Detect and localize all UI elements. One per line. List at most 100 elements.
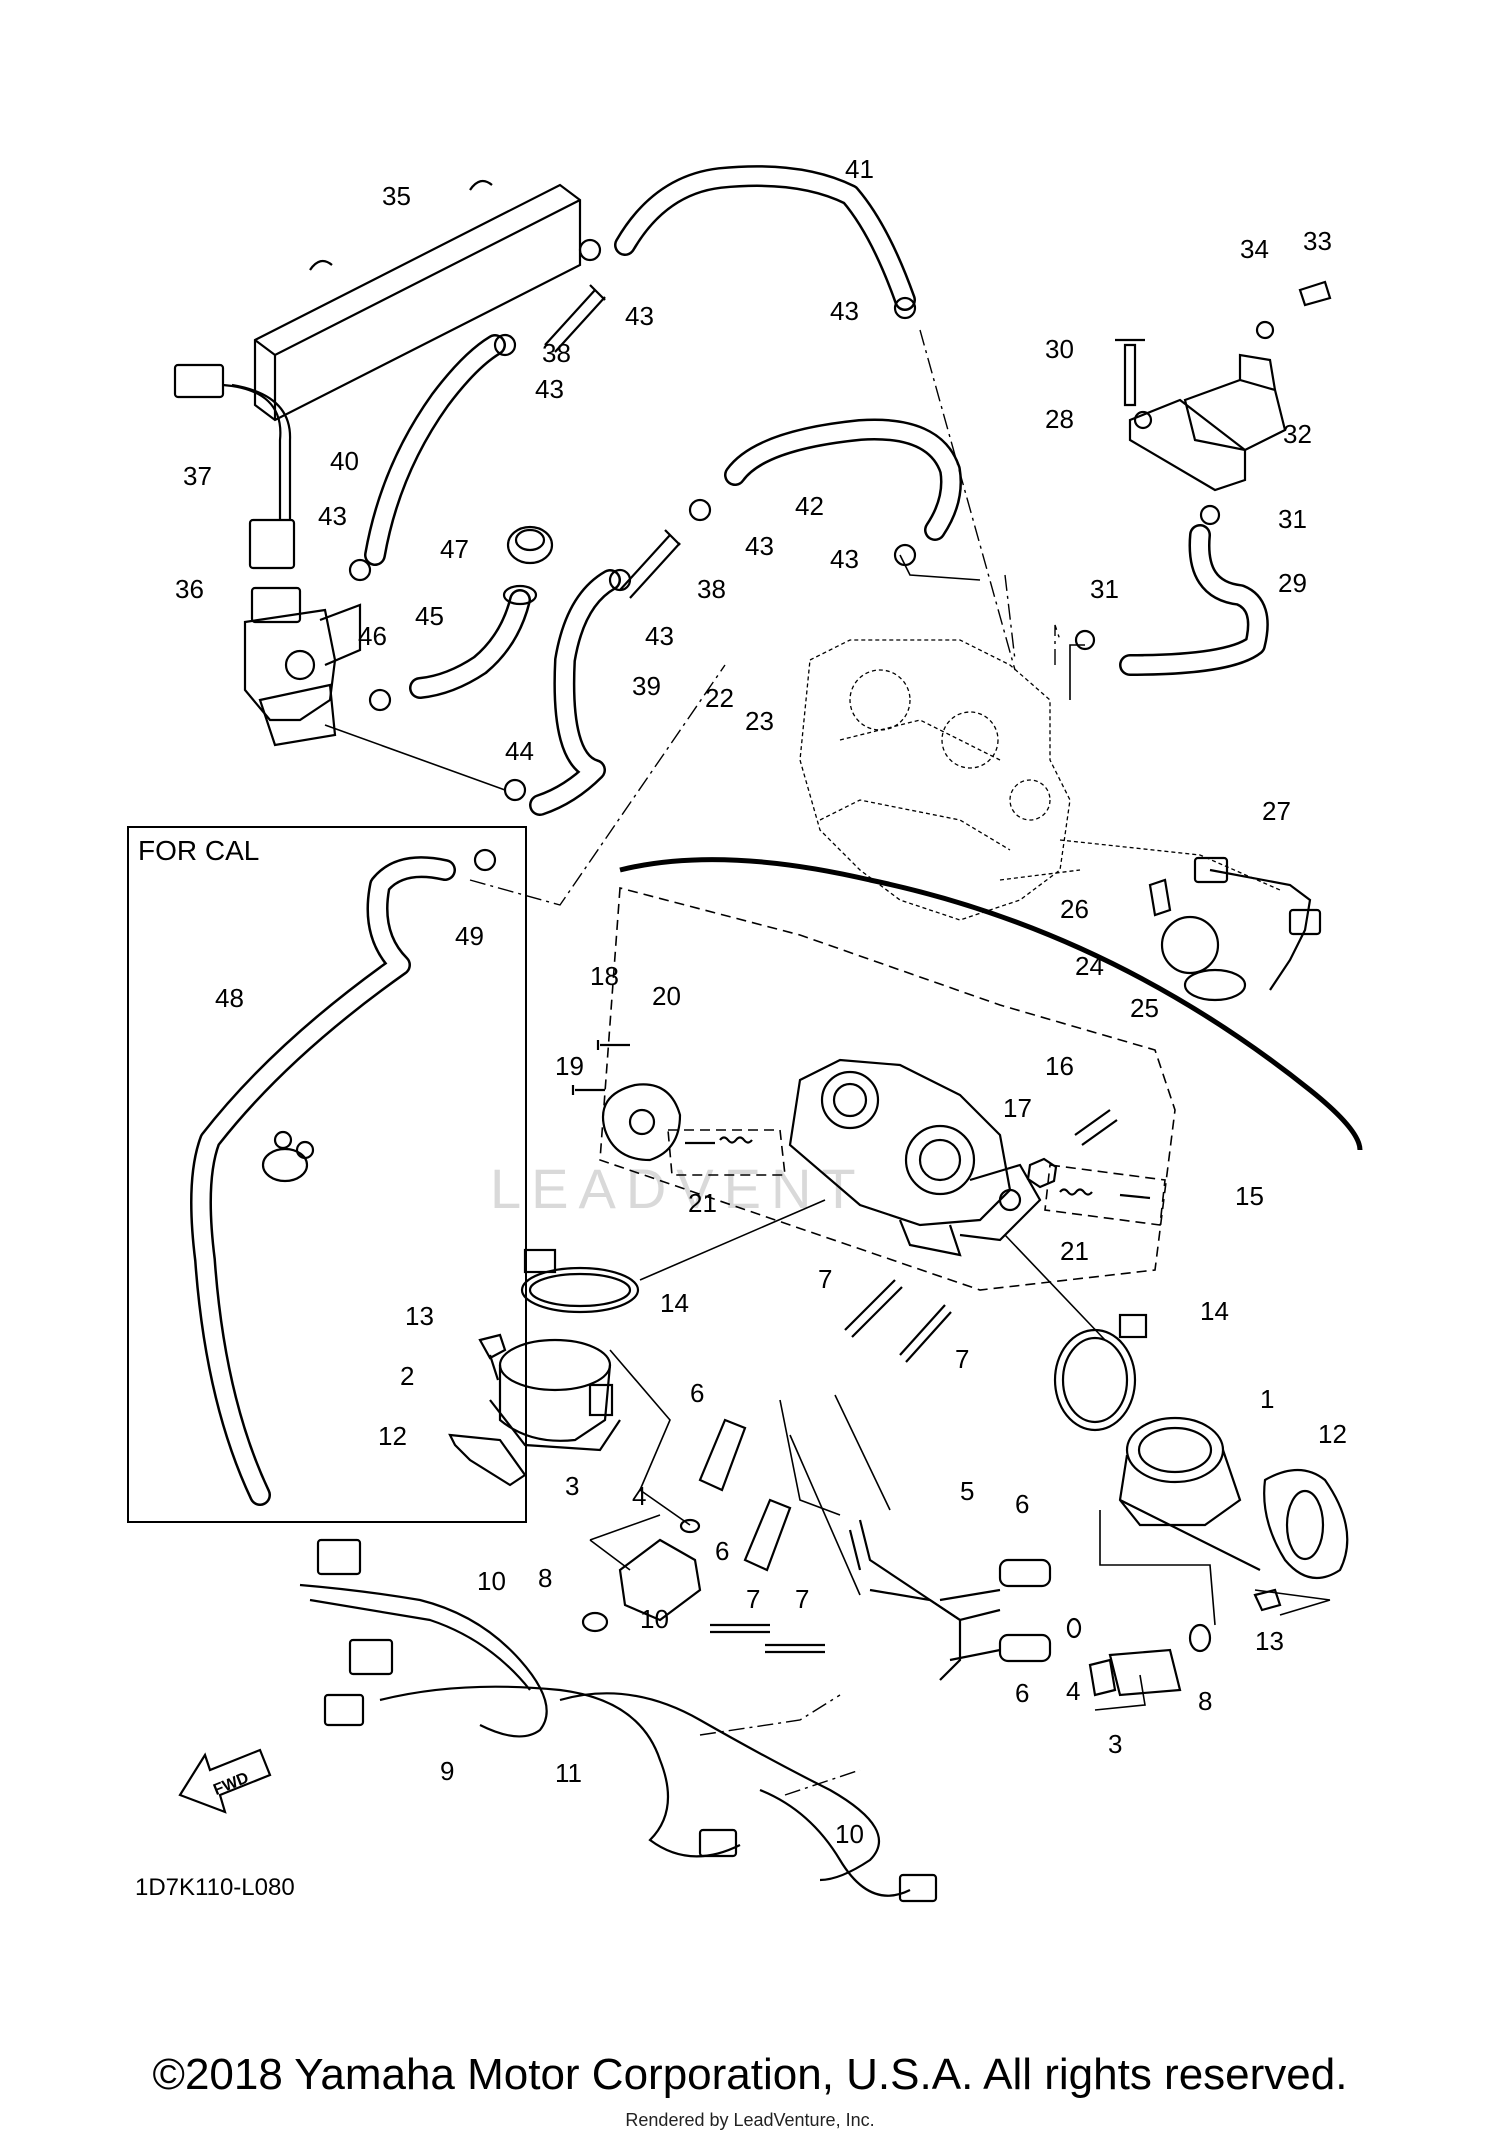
callout: 43 <box>318 501 347 531</box>
callout-labels: 1 2 3 3 4 4 5 6 6 6 6 7 7 7 7 8 8 9 10 1… <box>175 154 1347 1849</box>
callout: 8 <box>538 1563 552 1593</box>
callout: 48 <box>215 983 244 1013</box>
callout: 31 <box>1090 574 1119 604</box>
callout: 47 <box>440 534 469 564</box>
callout: 34 <box>1240 234 1269 264</box>
callout: 3 <box>565 1471 579 1501</box>
callout: 20 <box>652 981 681 1011</box>
callout: 12 <box>378 1421 407 1451</box>
callout: 32 <box>1283 419 1312 449</box>
callout: 40 <box>330 446 359 476</box>
callout: 5 <box>960 1476 974 1506</box>
part-12-left <box>448 1433 527 1487</box>
callout: 43 <box>830 544 859 574</box>
callout: 42 <box>795 491 824 521</box>
callout: 2 <box>400 1361 414 1391</box>
callout: 6 <box>690 1378 704 1408</box>
callout: 4 <box>1066 1676 1080 1706</box>
fwd-label: FWD <box>211 1770 251 1799</box>
part-13-bolt-left <box>478 1333 507 1381</box>
callout: 41 <box>845 154 874 184</box>
part-49-clip <box>261 1130 315 1183</box>
part-12-right <box>1263 1469 1349 1580</box>
part-5-rail <box>848 1519 1001 1681</box>
callout: 7 <box>955 1344 969 1374</box>
callout: 23 <box>745 706 774 736</box>
callout: 30 <box>1045 334 1074 364</box>
callout: 7 <box>795 1584 809 1614</box>
part-8-ring-left <box>581 1611 609 1633</box>
watermark: LEADVENT <box>490 1157 866 1220</box>
rendered-by-note: Rendered by LeadVenture, Inc. <box>625 2110 875 2130</box>
copyright-footer: ©2018 Yamaha Motor Corporation, U.S.A. A… <box>152 2050 1348 2099</box>
callout: 44 <box>505 736 534 766</box>
callout: 13 <box>405 1301 434 1331</box>
fwd-arrow: FWD <box>178 1748 272 1814</box>
part-7-bolts <box>710 1279 952 1654</box>
part-6-hoses <box>698 1418 1052 1663</box>
part-16-17-screw-nut <box>1026 1109 1118 1189</box>
part-3-injectors <box>618 1538 1182 1697</box>
callout: 43 <box>535 374 564 404</box>
part-37-lead <box>173 363 296 570</box>
part-9-11-harness <box>299 1538 938 1903</box>
callout: 12 <box>1318 1419 1347 1449</box>
callout: 35 <box>382 181 411 211</box>
callout: 43 <box>745 531 774 561</box>
callout: 43 <box>830 296 859 326</box>
engine-assembly-arc <box>619 857 1363 1151</box>
part-36-solenoid <box>243 586 362 747</box>
part-14-clamps <box>520 1248 1148 1432</box>
callout: 21 <box>688 1188 717 1218</box>
part-20-tps <box>571 1040 682 1162</box>
callout: 38 <box>697 574 726 604</box>
callout: 43 <box>625 301 654 331</box>
part-32-sensor <box>1115 280 1332 492</box>
for-cal-box <box>127 826 527 1523</box>
callout: 3 <box>1108 1729 1122 1759</box>
callout: 18 <box>590 961 619 991</box>
callout: 43 <box>645 621 674 651</box>
callout: 8 <box>1198 1686 1212 1716</box>
callout: 13 <box>1255 1626 1284 1656</box>
callout: 36 <box>175 574 204 604</box>
part-2-joint <box>489 1338 621 1452</box>
part-38-joints <box>544 284 681 599</box>
callout: 1 <box>1260 1384 1274 1414</box>
assembly-15-outline <box>599 886 1176 1291</box>
part-1-manifold <box>1118 1416 1261 1571</box>
callout: 6 <box>715 1536 729 1566</box>
callout: 9 <box>440 1756 454 1786</box>
part-21-screws <box>667 1129 1166 1226</box>
callout: 6 <box>1015 1678 1029 1708</box>
callout: 25 <box>1130 993 1159 1023</box>
callout: 38 <box>542 338 571 368</box>
callout: 27 <box>1262 796 1291 826</box>
callout: 4 <box>632 1481 646 1511</box>
part-15-throttle-body <box>788 1058 1042 1257</box>
callout: 24 <box>1075 951 1104 981</box>
callout: 14 <box>660 1288 689 1318</box>
part-8-ring-right <box>1188 1623 1212 1653</box>
callout: 46 <box>358 621 387 651</box>
part-35-ecu <box>253 179 582 422</box>
callout: 6 <box>1015 1489 1029 1519</box>
callout: 21 <box>1060 1236 1089 1266</box>
callout: 39 <box>632 671 661 701</box>
for-cal-label: FOR CAL <box>138 835 259 866</box>
drawing-code: 1D7K110-L080 <box>135 1874 295 1901</box>
callout: 31 <box>1278 504 1307 534</box>
callout: 29 <box>1278 568 1307 598</box>
leader-lines <box>324 329 1331 1796</box>
callout: 7 <box>818 1264 832 1294</box>
callout: 7 <box>746 1584 760 1614</box>
callout: 10 <box>640 1604 669 1634</box>
callout: 33 <box>1303 226 1332 256</box>
clips <box>348 238 1221 872</box>
callout: 10 <box>477 1566 506 1596</box>
callout: 19 <box>555 1051 584 1081</box>
callout: 17 <box>1003 1093 1032 1123</box>
callout: 15 <box>1235 1181 1264 1211</box>
callout: 37 <box>183 461 212 491</box>
